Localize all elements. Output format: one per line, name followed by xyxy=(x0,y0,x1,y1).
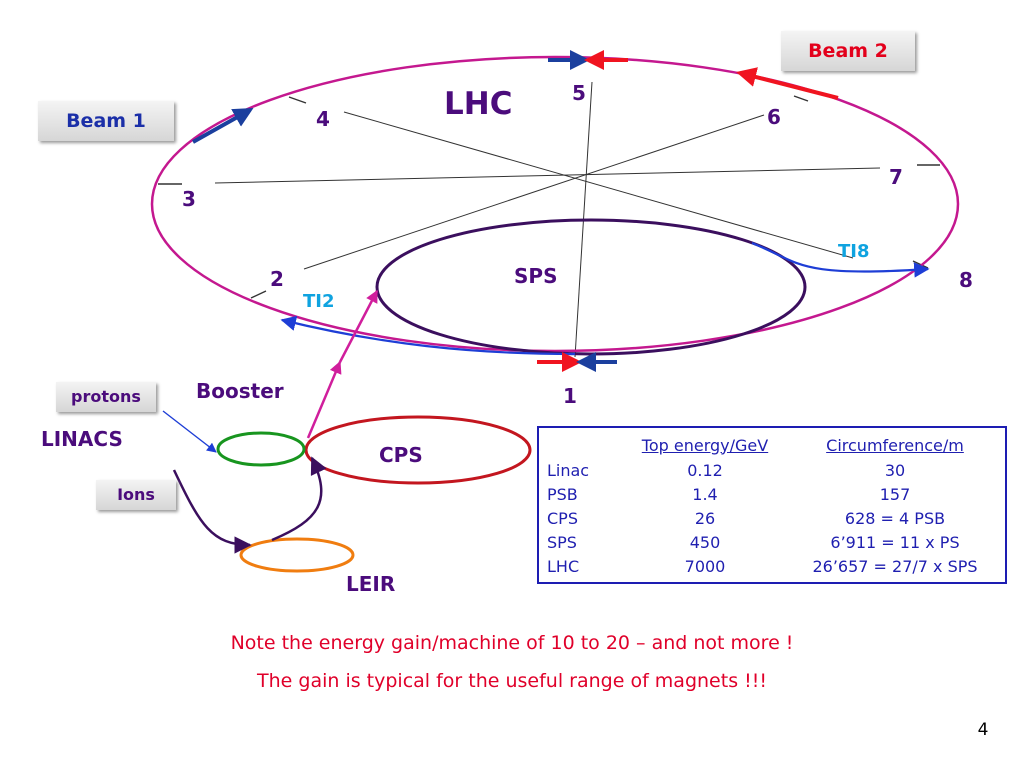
table-cell-circumference: 30 xyxy=(884,460,906,480)
cps-to-sps-injection xyxy=(306,360,342,439)
table-cell-energy: 7000 xyxy=(684,556,726,576)
table-cell-machine: SPS xyxy=(547,532,577,552)
lhc-ring xyxy=(150,55,960,353)
beam1-label: Beam 1 xyxy=(38,101,174,141)
tick-4 xyxy=(288,96,307,104)
ip-label-2: 2 xyxy=(270,267,284,291)
table-header-energy: Top energy/GeV xyxy=(641,435,769,455)
protons-to-booster-line xyxy=(162,410,217,453)
beam2-direction-arrow-right xyxy=(736,67,839,100)
ti2-label: TI2 xyxy=(303,291,335,312)
table-row: PSB 1.4 157 xyxy=(539,482,1000,506)
table-row: CPS 26 628 = 4 PSB xyxy=(539,506,1000,530)
spoke-4-8 xyxy=(343,111,854,259)
booster-label: Booster xyxy=(196,379,284,403)
linacs-label: LINACS xyxy=(41,427,123,451)
table-cell-machine: Linac xyxy=(547,460,590,480)
ip-label-5: 5 xyxy=(572,81,586,105)
spoke-3-7 xyxy=(214,167,881,184)
table-cell-circumference: 157 xyxy=(879,484,911,504)
ions-to-leir-line xyxy=(172,469,252,554)
table-cell-machine: LHC xyxy=(547,556,580,576)
table-header-machine xyxy=(539,432,620,458)
ions-label: Ions xyxy=(96,480,176,510)
table-cell-circumference: 628 = 4 PSB xyxy=(844,508,946,528)
table-row: SPS 450 6’911 = 11 x PS xyxy=(539,530,1000,554)
spoke-2-6 xyxy=(303,114,765,270)
table-cell-circumference: 26’657 = 27/7 x SPS xyxy=(812,556,978,576)
table-cell-circumference: 6’911 = 11 x PS xyxy=(830,532,960,552)
tick-6 xyxy=(793,95,809,102)
table-row: Linac 0.12 30 xyxy=(539,458,1000,482)
ip-label-3: 3 xyxy=(182,187,196,211)
table-cell-energy: 0.12 xyxy=(687,460,723,480)
ti8-label: TI8 xyxy=(838,241,870,262)
note-line-2: The gain is typical for the useful range… xyxy=(257,670,767,692)
ip-label-6: 6 xyxy=(767,105,781,129)
lhc-label: LHC xyxy=(444,86,512,122)
table-cell-energy: 450 xyxy=(689,532,721,552)
cps-ring xyxy=(304,415,532,485)
cps-to-sps-injection-2 xyxy=(338,289,379,363)
table-row: LHC 7000 26’657 = 27/7 x SPS xyxy=(539,554,1000,578)
table-cell-machine: PSB xyxy=(547,484,578,504)
leir-to-booster-line xyxy=(271,456,327,542)
sps-ring xyxy=(375,218,807,356)
table-cell-energy: 1.4 xyxy=(692,484,718,504)
beam1-direction-arrow-left xyxy=(192,108,254,144)
page-number: 4 xyxy=(977,720,989,740)
table-cell-energy: 26 xyxy=(694,508,716,528)
table-header-row: Top energy/GeV Circumference/m xyxy=(539,432,1000,458)
leir-ring xyxy=(239,537,355,573)
ti8-transfer-line xyxy=(751,241,930,278)
table-cell-machine: CPS xyxy=(547,508,578,528)
cps-label: CPS xyxy=(379,443,423,467)
tick-2 xyxy=(250,290,267,299)
ip-label-1: 1 xyxy=(563,384,577,408)
ip-label-7: 7 xyxy=(889,165,903,189)
table-header-circumference: Circumference/m xyxy=(826,435,964,455)
ip-label-8: 8 xyxy=(959,268,973,292)
beam2-label: Beam 2 xyxy=(781,31,915,71)
ip-label-4: 4 xyxy=(316,107,330,131)
booster-ring xyxy=(216,431,306,467)
energy-circumference-table: Top energy/GeV Circumference/m Linac 0.1… xyxy=(537,426,1007,584)
note-line-1: Note the energy gain/machine of 10 to 20… xyxy=(230,632,794,654)
ti2-transfer-line xyxy=(280,315,576,356)
leir-label: LEIR xyxy=(346,572,395,596)
protons-label: protons xyxy=(56,382,156,412)
sps-label: SPS xyxy=(514,264,557,288)
